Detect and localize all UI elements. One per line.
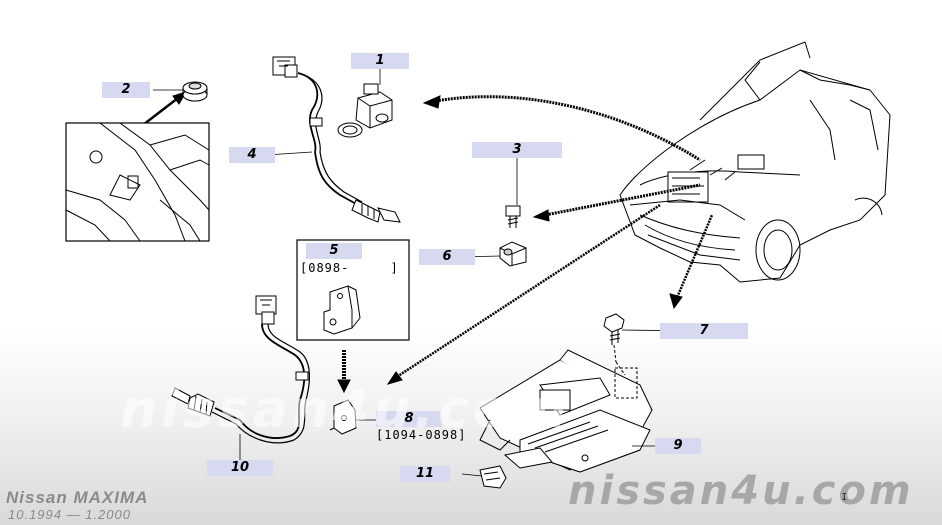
watermark-center: nissan4u.com	[120, 380, 571, 440]
part-6-clip	[499, 241, 527, 267]
callout-11: 11	[400, 466, 450, 482]
leader-5-head	[337, 379, 351, 394]
leader-10	[391, 203, 661, 382]
callout-7: 7	[660, 323, 748, 339]
leader-1	[429, 95, 701, 162]
brand-logo-text: nissan4u.com	[568, 468, 914, 514]
part-2-grommet	[182, 81, 208, 102]
range-label-8: [1094-0898]	[376, 428, 467, 442]
range-label-5: [0898- ]	[300, 261, 399, 275]
callout-5: 5	[306, 243, 362, 259]
leader-3-head	[532, 209, 550, 222]
part-10-oxygen-sensor	[171, 295, 310, 444]
part-7-bolt	[603, 313, 626, 376]
callout-9: 9	[655, 438, 701, 454]
vehicle-illustration	[619, 41, 891, 283]
part-3-bolt	[505, 205, 521, 228]
leader-9-head	[669, 293, 683, 310]
leader-10-head	[386, 371, 403, 385]
callout-8: 8	[376, 411, 442, 427]
callout-10: 10	[207, 460, 273, 476]
callout-6: 6	[419, 249, 475, 265]
leader-9	[674, 214, 714, 301]
part-1-sensor	[337, 83, 393, 138]
callout-2: 2	[102, 82, 150, 98]
footer-model: Nissan MAXIMA	[6, 488, 149, 507]
callout-1: 1	[351, 53, 409, 69]
part-4-oxygen-sensor	[272, 56, 401, 223]
leader-1-head	[422, 95, 441, 109]
part-11-clip	[479, 465, 507, 489]
callout-4: 4	[229, 147, 275, 163]
part-8-small-bracket	[329, 399, 357, 435]
part-9-control-module	[479, 349, 653, 473]
leader-3	[539, 183, 701, 218]
page-mark: ɪ	[842, 488, 847, 503]
footer-dates: 10.1994 — 1.2000	[8, 507, 131, 522]
callout-3: 3	[472, 142, 562, 158]
inset-detail-box	[65, 122, 210, 242]
